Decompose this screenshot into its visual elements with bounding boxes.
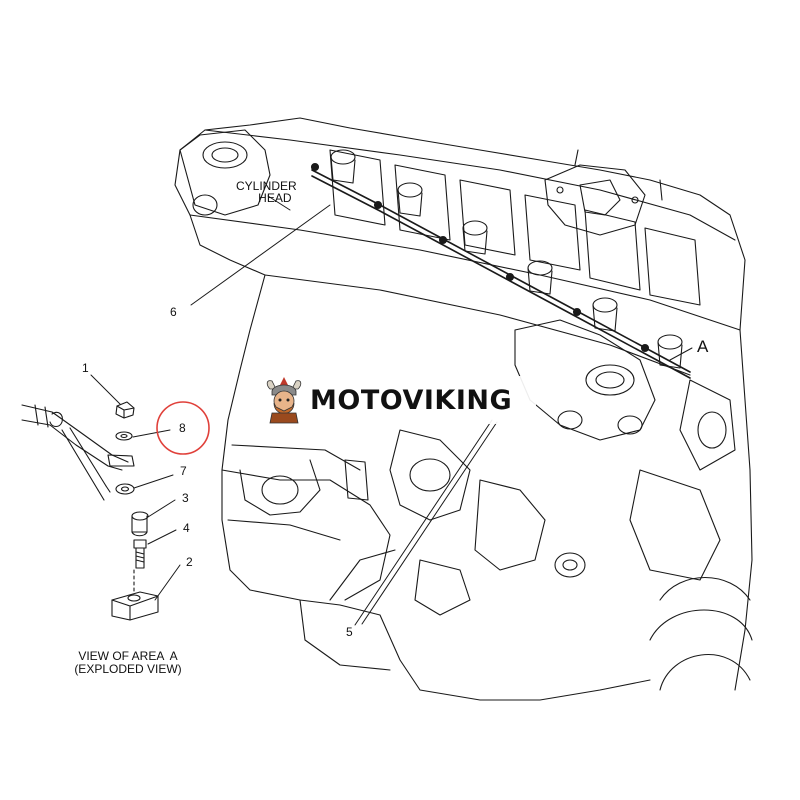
- part-number-5: 5: [346, 625, 353, 639]
- motoviking-watermark: MOTOVIKING: [262, 372, 536, 428]
- part-number-8: 8: [179, 421, 186, 435]
- exploded-view: [21, 401, 159, 621]
- part-number-1: 1: [82, 361, 89, 375]
- engine-block-outline: [174, 117, 753, 701]
- injector-caps: [330, 149, 683, 369]
- part-number-2: 2: [186, 555, 193, 569]
- rail-connectors: [310, 162, 650, 353]
- cylinder-head-label: CYLINDER HEAD: [236, 180, 297, 204]
- watermark-backdrop: [262, 376, 536, 424]
- caption-line2: (EXPLODED VIEW): [74, 662, 182, 676]
- thermostat-housing: [544, 149, 663, 236]
- cylinder-head-deck: [189, 129, 741, 376]
- part-number-4: 4: [183, 521, 190, 535]
- viking-mascot-logo: [266, 377, 302, 424]
- cylinder-head-line1: CYLINDER: [236, 179, 297, 193]
- callout-a: A: [697, 337, 709, 356]
- part-number-3: 3: [182, 491, 189, 505]
- crank-pulley: [649, 576, 753, 691]
- caption-line1: VIEW OF AREA A: [78, 649, 178, 663]
- part-number-7: 7: [180, 464, 187, 478]
- exploded-view-caption: VIEW OF AREA A (EXPLODED VIEW): [58, 650, 198, 676]
- fuel-rail: [311, 169, 691, 379]
- cylinder-head-line2: HEAD: [258, 191, 292, 205]
- highlight-circle: [156, 401, 210, 455]
- manifold-front: [179, 129, 271, 216]
- block-details: [239, 379, 736, 616]
- part-number-6: 6: [170, 305, 177, 319]
- leader-lines: [90, 195, 693, 626]
- watermark-text: MOTOVIKING: [310, 384, 513, 416]
